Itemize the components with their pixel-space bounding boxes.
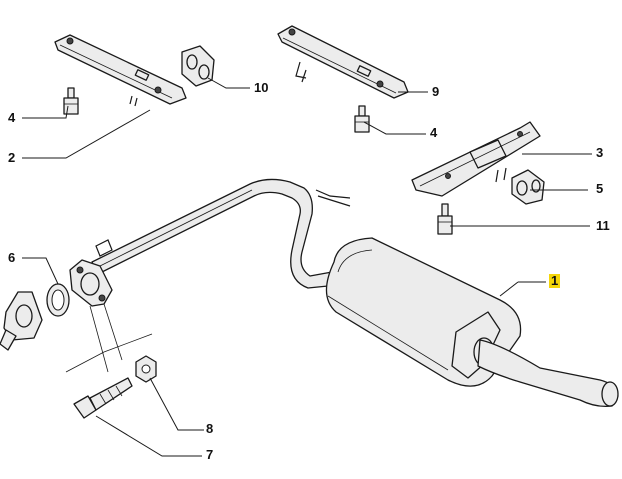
- callout-4-left: 4: [8, 110, 16, 125]
- gasket-part-6: [46, 283, 70, 317]
- callout-1: 1: [549, 273, 561, 288]
- bolt-part-7: [73, 377, 133, 419]
- callout-6: 6: [8, 250, 16, 265]
- callout-7: 7: [206, 447, 214, 462]
- callout-10: 10: [254, 80, 269, 95]
- muffler-part-1: [325, 237, 619, 408]
- callout-2: 2: [8, 150, 16, 165]
- bracket-part-3: [411, 121, 541, 197]
- exhaust-pipe: [91, 178, 351, 289]
- hanger-bracket-part-9: [277, 25, 409, 99]
- assembly-guide-lines: [65, 303, 153, 373]
- manifold-stub: [0, 291, 43, 351]
- callout-8: 8: [206, 421, 214, 436]
- rubber-mount-part-10: [181, 45, 215, 87]
- callout-4-center: 4: [430, 125, 438, 140]
- leader-lines: [22, 77, 592, 457]
- callout-11: 11: [596, 218, 610, 233]
- bolt-part-4-left: [63, 87, 79, 115]
- pipe-flange: [69, 259, 113, 307]
- nut-part-8: [135, 355, 157, 383]
- hanger-bracket-part-2: [54, 34, 187, 107]
- callout-9: 9: [432, 84, 440, 99]
- bolt-part-11: [437, 203, 453, 235]
- rubber-mount-part-5: [511, 169, 545, 205]
- callout-3: 3: [596, 145, 604, 160]
- bolt-part-4-center: [354, 105, 370, 133]
- callout-5: 5: [596, 181, 604, 196]
